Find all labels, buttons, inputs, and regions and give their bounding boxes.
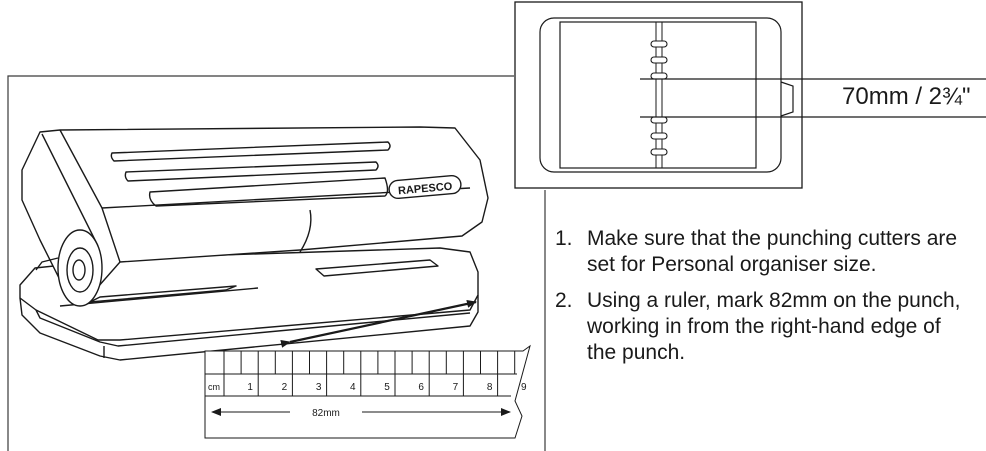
binder-ring: [650, 132, 668, 140]
ruler-unit-label: cm: [208, 382, 220, 392]
ruler-number: 2: [282, 382, 288, 393]
illustration-frame: [7, 75, 546, 451]
instruction-number: 1.: [555, 227, 573, 250]
organiser-inset: [514, 1, 803, 189]
ruler-number: 1: [247, 382, 253, 393]
ruler-number: 7: [453, 382, 459, 393]
instruction-text: Using a ruler, mark 82mm on the punch, w…: [587, 289, 961, 364]
measurement-lines: [640, 78, 986, 118]
ruler-number: 3: [316, 382, 322, 393]
binder-ring: [650, 72, 668, 80]
ruler-labels: cm 1 2 3 4 5 6 7 8 9: [208, 382, 527, 393]
instruction-item: 1. Make sure that the punching cutters a…: [551, 226, 971, 278]
hole-punch-illustration: [19, 126, 489, 361]
measurement-label: 70mm / 2¾": [842, 83, 971, 110]
punch-width-arrow: [280, 299, 477, 348]
dimension-label: 82mm: [312, 408, 340, 419]
ruler-number: 8: [487, 382, 493, 393]
ruler-number: 4: [350, 382, 356, 393]
binder-ring: [650, 116, 668, 124]
instruction-text: Make sure that the punching cutters are …: [587, 227, 958, 276]
ruler-number: 9: [521, 382, 527, 393]
binder-ring: [650, 40, 668, 48]
brand-label: RAPESCO: [398, 181, 454, 198]
ruler-dimension: 82mm: [211, 408, 511, 419]
binder-ring: [650, 56, 668, 64]
binder-ring: [650, 148, 668, 156]
instruction-number: 2.: [555, 289, 573, 312]
ruler-number: 6: [418, 382, 424, 393]
instruction-item: 2. Using a ruler, mark 82mm on the punch…: [551, 288, 971, 366]
ruler: [204, 344, 531, 439]
ruler-number: 5: [384, 382, 390, 393]
instruction-list: 1. Make sure that the punching cutters a…: [551, 226, 971, 376]
binder-rings: [650, 40, 668, 156]
